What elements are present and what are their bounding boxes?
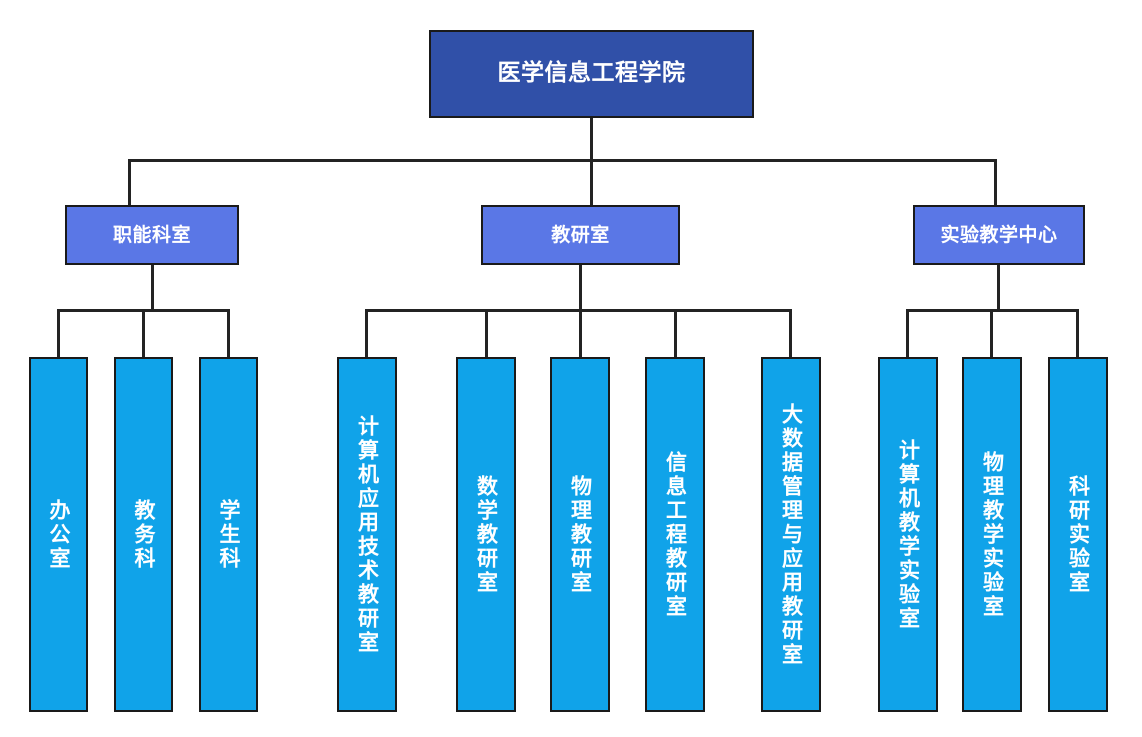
org-node-leaf-0-1[interactable]: 教务科 <box>114 357 173 712</box>
org-node-root-label: 医学信息工程学院 <box>497 60 686 87</box>
org-node-leaf-0-1-label: 教务科 <box>132 498 156 571</box>
connector-leaf-1-1-drop <box>485 309 488 359</box>
org-node-leaf-2-0[interactable]: 计算机教学实验室 <box>878 357 938 712</box>
connector-leaf-2-2-drop <box>1076 309 1079 359</box>
org-node-leaf-2-1-label: 物理教学实验室 <box>980 450 1005 619</box>
org-node-leaf-0-0-label: 办公室 <box>47 498 71 571</box>
connector-leaf-2-0-drop <box>906 309 909 359</box>
connector-branch-1-stem <box>579 265 582 311</box>
org-node-branch-2-label: 实验教学中心 <box>940 223 1058 246</box>
org-node-leaf-1-0-label: 计算机应用技术教研室 <box>355 414 380 655</box>
org-node-leaf-0-2-label: 学生科 <box>217 498 241 571</box>
org-node-leaf-1-2[interactable]: 物理教研室 <box>550 357 610 712</box>
connector-branch-2-stem <box>997 265 1000 311</box>
connector-branch-0-drop <box>128 159 131 206</box>
org-node-branch-1-label: 教研室 <box>551 223 610 246</box>
org-node-leaf-2-1[interactable]: 物理教学实验室 <box>962 357 1022 712</box>
connector-branch-2-drop <box>994 159 997 206</box>
org-node-leaf-1-1-label: 数学教研室 <box>474 474 499 595</box>
org-node-leaf-0-0[interactable]: 办公室 <box>29 357 88 712</box>
connector-branch-1-drop <box>590 159 593 206</box>
org-node-leaf-2-2[interactable]: 科研实验室 <box>1048 357 1108 712</box>
connector-leaf-1-3-drop <box>674 309 677 359</box>
connector-leaf-1-0-drop <box>365 309 368 359</box>
org-node-branch-2[interactable]: 实验教学中心 <box>913 205 1085 265</box>
connector-leaf-1-2-drop <box>579 309 582 359</box>
org-node-leaf-2-0-label: 计算机教学实验室 <box>896 438 921 631</box>
org-node-leaf-1-4[interactable]: 大数据管理与应用教研室 <box>761 357 821 712</box>
connector-root-stem <box>590 118 593 162</box>
connector-level2-bus <box>128 159 997 162</box>
org-node-leaf-0-2[interactable]: 学生科 <box>199 357 258 712</box>
connector-leaf-0-2-drop <box>227 309 230 359</box>
org-node-root[interactable]: 医学信息工程学院 <box>429 30 754 118</box>
org-node-leaf-1-1[interactable]: 数学教研室 <box>456 357 516 712</box>
org-node-leaf-1-2-label: 物理教研室 <box>568 474 593 595</box>
connector-leaf-1-4-drop <box>789 309 792 359</box>
connector-leaf-0-0-drop <box>57 309 60 359</box>
connector-branch-1-bus <box>365 309 792 312</box>
org-node-leaf-1-3[interactable]: 信息工程教研室 <box>645 357 705 712</box>
org-node-branch-1[interactable]: 教研室 <box>481 205 680 265</box>
org-node-branch-0-label: 职能科室 <box>112 223 191 246</box>
connector-branch-0-stem <box>151 265 154 311</box>
org-node-leaf-1-0[interactable]: 计算机应用技术教研室 <box>337 357 397 712</box>
org-node-leaf-2-2-label: 科研实验室 <box>1066 474 1091 595</box>
org-node-leaf-1-3-label: 信息工程教研室 <box>663 450 688 619</box>
org-node-leaf-1-4-label: 大数据管理与应用教研室 <box>779 402 804 667</box>
org-node-branch-0[interactable]: 职能科室 <box>65 205 239 265</box>
connector-leaf-2-1-drop <box>990 309 993 359</box>
connector-leaf-0-1-drop <box>142 309 145 359</box>
